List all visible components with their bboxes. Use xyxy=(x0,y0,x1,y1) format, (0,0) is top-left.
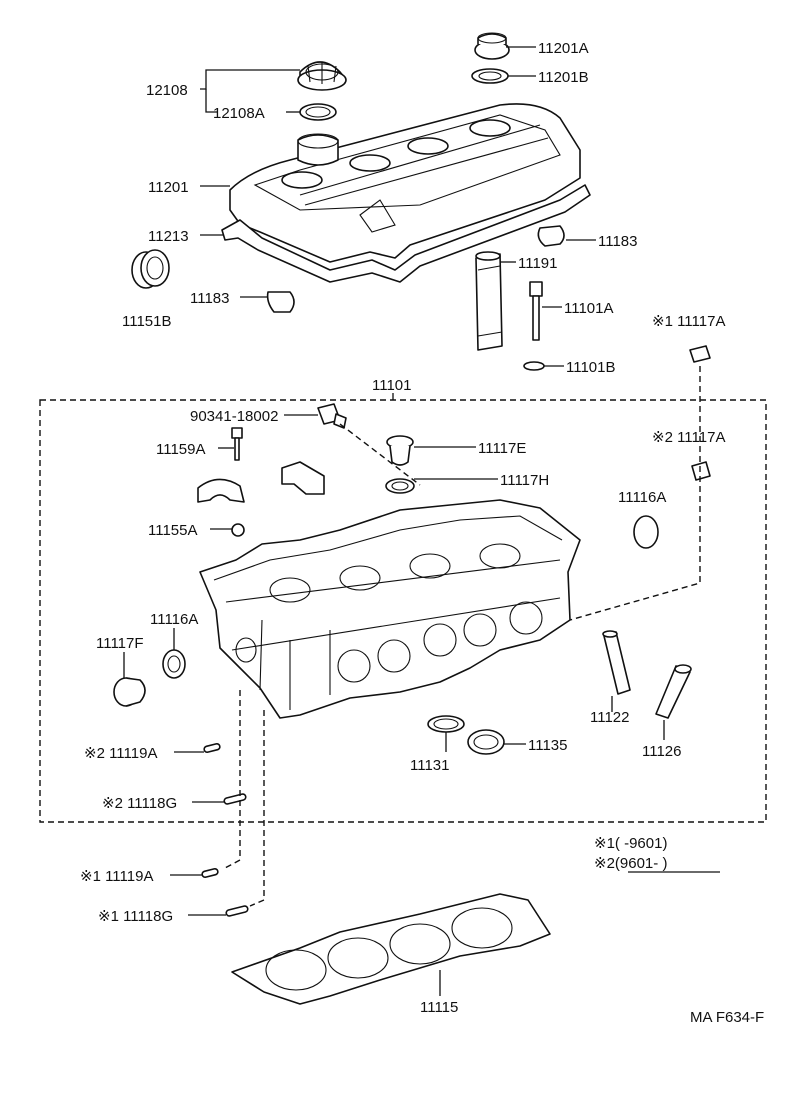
leader-lines xyxy=(123,46,665,996)
stud-11159A xyxy=(231,427,243,461)
ring-11117H xyxy=(385,478,415,494)
label-11117A-1: ※1 11117A xyxy=(652,313,725,330)
camshaft-bearing-cap-left xyxy=(197,478,245,503)
cap-gasket xyxy=(299,103,337,121)
label-11117F: 11117F xyxy=(96,635,144,652)
head-bolt xyxy=(529,281,543,341)
sensor-dash xyxy=(339,423,421,486)
label-11118G-1: ※1 11118G xyxy=(98,908,173,925)
valve-seat-11135 xyxy=(467,729,505,755)
label-11191: 11191 xyxy=(518,255,558,272)
plug-11116A-left xyxy=(162,649,186,679)
oil-seal-11151B xyxy=(131,249,170,289)
label-11117A-2: ※2 11117A xyxy=(652,429,725,446)
label-11101A: 11101A xyxy=(564,300,614,317)
label-11213: 11213 xyxy=(148,228,189,245)
label-11201B: 11201B xyxy=(538,69,589,86)
label-11201A: 11201A xyxy=(538,40,589,57)
pin-dash-2 xyxy=(249,710,265,907)
pin-11119A-2 xyxy=(203,742,221,754)
label-11119A-2: ※2 11119A xyxy=(84,745,157,762)
camshaft-bearing-cap-mid xyxy=(281,461,325,495)
label-11116A-right: 11116A xyxy=(618,489,666,506)
label-11117H: 11117H xyxy=(500,472,549,489)
spark-plug-tube xyxy=(475,251,503,351)
label-12108: 12108 xyxy=(146,82,188,99)
plug-11117E xyxy=(386,435,414,466)
head-gasket xyxy=(231,893,551,1005)
label-11183-right: 11183 xyxy=(598,233,638,250)
label-11201: 11201 xyxy=(148,179,189,196)
pin-11118G-2 xyxy=(223,793,247,805)
label-11131: 11131 xyxy=(410,757,450,774)
cylinder-head xyxy=(199,499,581,719)
valve-guide-11122 xyxy=(602,630,631,695)
sensor-90341 xyxy=(317,403,347,429)
label-11135: 11135 xyxy=(528,737,568,754)
label-11115: 11115 xyxy=(420,999,458,1016)
cylinder-head-cover xyxy=(229,103,581,263)
label-11119A-1: ※1 11119A xyxy=(80,868,153,885)
bolt-washer xyxy=(523,361,545,371)
valve-guide-11126 xyxy=(655,664,692,719)
label-11126: 11126 xyxy=(642,743,682,760)
label-12108A: 12108A xyxy=(213,105,265,122)
plug-11116A-right xyxy=(633,515,659,549)
head-cover-gasket xyxy=(221,184,591,283)
label-11117E: 11117E xyxy=(478,440,526,457)
pin-11118G-1 xyxy=(225,905,249,917)
plug-11117A-2 xyxy=(691,461,711,481)
cover-seal-right xyxy=(537,225,565,247)
label-11118G-2: ※2 11118G xyxy=(102,795,177,812)
cover-seal xyxy=(266,291,295,313)
pin-11119A-1 xyxy=(201,867,219,879)
label-11159A: 11159A xyxy=(156,441,206,458)
label-11116A-left: 11116A xyxy=(150,611,198,628)
label-11122: 11122 xyxy=(590,709,630,726)
oil-filler-cap xyxy=(297,61,347,91)
note-2: ※2(9601- ) xyxy=(594,855,667,872)
pin-dash-1 xyxy=(224,690,241,869)
plug-leader-dash xyxy=(569,366,701,621)
label-11101B: 11101B xyxy=(566,359,616,376)
label-90341-18002: 90341-18002 xyxy=(190,408,278,425)
plug-cap xyxy=(474,32,510,60)
assembly-box xyxy=(39,399,767,823)
figure-code: MA F634-F xyxy=(690,1009,764,1026)
plug-gasket xyxy=(471,68,509,84)
plug-11117A-1 xyxy=(689,345,711,363)
plug-11117F xyxy=(113,677,146,707)
label-11151B: 11151B xyxy=(122,313,172,330)
label-11155A: 11155A xyxy=(148,522,198,539)
label-11183-left: 11183 xyxy=(190,290,230,307)
label-11101: 11101 xyxy=(372,377,412,394)
valve-seat-11131 xyxy=(427,715,465,733)
note-1: ※1( -9601) xyxy=(594,835,667,852)
bush-11155A xyxy=(231,523,245,537)
